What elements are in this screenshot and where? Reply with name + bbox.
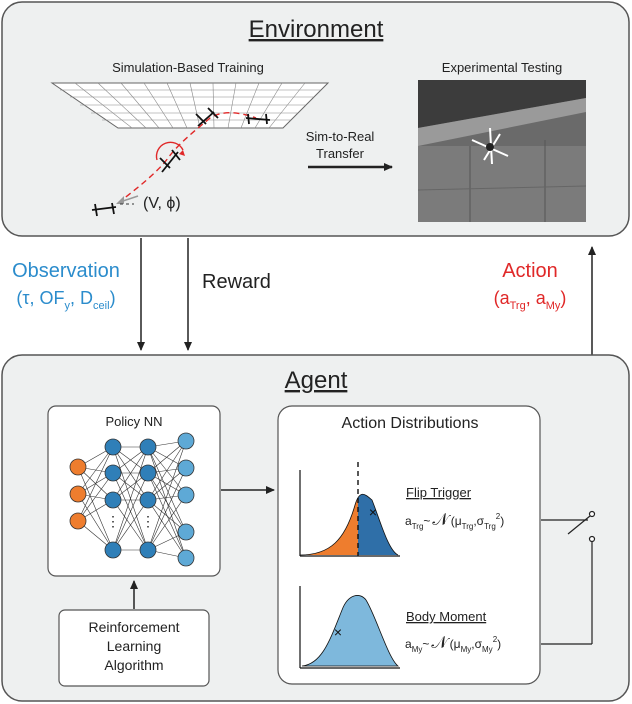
nn-node [69, 485, 87, 503]
drone-icon [195, 107, 219, 127]
body-dist-curve [301, 595, 400, 667]
ellipsis-1: ⋮ [106, 513, 120, 529]
body-moment-eq: aMy~𝒩(μMy,σMy2) [405, 633, 501, 654]
action-vars: (aTrg, aMy) [494, 288, 567, 312]
nn-node [139, 541, 157, 559]
action-title: Action [502, 260, 558, 282]
nn-link [147, 440, 187, 551]
nn-node [104, 438, 122, 456]
nn-node [69, 512, 87, 530]
policy-title: Policy NN [105, 414, 162, 429]
nn-link [147, 472, 187, 533]
flip-trigger-eq: aTrg~𝒩(μTrg,σTrg2) [405, 510, 504, 531]
rl-line-2: Learning [107, 638, 162, 654]
nn-node [69, 458, 87, 476]
nn-node [177, 523, 195, 541]
drone-icon [159, 149, 181, 173]
nn-node [177, 486, 195, 504]
flip-trigger-plot: × [299, 462, 400, 557]
transfer-label-1: Sim-to-Real [306, 129, 375, 144]
agent-title: Agent [285, 367, 348, 394]
reward-label: Reward [202, 271, 271, 293]
nn-link [112, 446, 149, 501]
nn-link [77, 472, 114, 522]
nn-link [112, 446, 149, 551]
observation-title: Observation [12, 260, 120, 282]
nn-node [177, 459, 195, 477]
nn-link [112, 499, 149, 551]
nn-link [147, 494, 187, 551]
nn-link [77, 466, 114, 551]
nn-link [147, 499, 187, 559]
svg-text:×: × [334, 624, 342, 640]
state-label: (V, ϕ) [143, 195, 181, 212]
nn-link [77, 446, 114, 495]
nn-link [147, 446, 187, 533]
nn-link [147, 472, 187, 559]
rl-box [58, 609, 210, 687]
nn-node [139, 491, 157, 509]
svg-text:×: × [369, 504, 377, 520]
nn-link [147, 440, 187, 501]
flip-dist-right [358, 494, 398, 555]
action-switch [541, 510, 596, 645]
rl-line-1: Reinforcement [88, 619, 179, 635]
body-moment-label: Body Moment [406, 609, 487, 624]
nn-nodes [69, 432, 195, 567]
experimental-label: Experimental Testing [442, 60, 562, 75]
body-moment-plot: × [299, 586, 400, 669]
trajectory-path [117, 112, 257, 204]
ellipsis-2: ⋮ [141, 513, 155, 529]
simulation-label: Simulation-Based Training [112, 60, 264, 75]
nn-node [139, 464, 157, 482]
nn-node [104, 491, 122, 509]
flip-dist-left [300, 497, 358, 555]
observation-vars: (τ, OFy, Dceil) [16, 288, 115, 312]
drone-icon [91, 202, 117, 217]
nn-link [77, 493, 114, 551]
flip-arc [155, 141, 184, 161]
environment-title: Environment [249, 16, 384, 43]
nn-node [104, 464, 122, 482]
distributions-title: Action Distributions [342, 415, 479, 432]
rl-line-3: Algorithm [104, 657, 163, 673]
flip-trigger-label: Flip Trigger [406, 485, 472, 500]
nn-node [177, 549, 195, 567]
drone-icon [245, 113, 271, 125]
nn-link [112, 472, 149, 551]
nn-node [177, 432, 195, 450]
nn-node [104, 541, 122, 559]
ceiling-grid [50, 82, 330, 129]
experimental-photo [417, 80, 587, 222]
nn-node [139, 438, 157, 456]
transfer-label-2: Transfer [316, 146, 365, 161]
nn-link [147, 467, 187, 551]
nn-link [77, 446, 114, 522]
